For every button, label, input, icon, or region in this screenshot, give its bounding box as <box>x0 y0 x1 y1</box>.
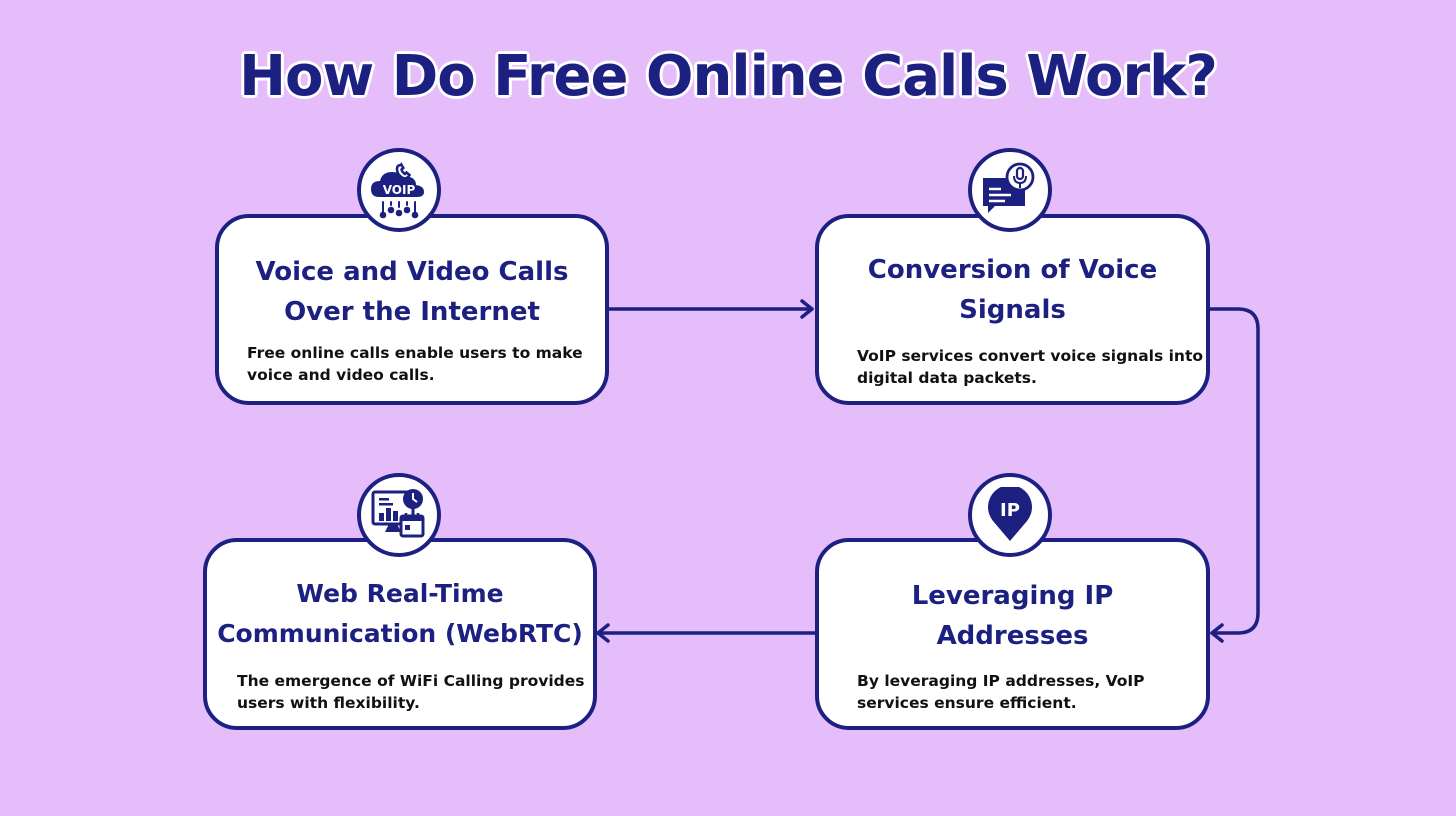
step-description: The emergence of WiFi Calling provides u… <box>237 672 585 712</box>
arrow-step2-to-step3 <box>1206 307 1260 635</box>
step-icon-circle: VOIP <box>357 148 441 232</box>
monitor-dashboard-icon <box>371 489 425 538</box>
ip-location-pin-icon: IP <box>988 487 1032 541</box>
step-description: VoIP services convert voice signals into… <box>857 347 1204 387</box>
page-title: How Do Free Online Calls Work? <box>239 44 1218 109</box>
step-description: By leveraging IP addresses, VoIP service… <box>857 672 1145 712</box>
step-icon-circle <box>968 148 1052 232</box>
step-title: Conversion of Voice Signals <box>867 255 1158 325</box>
voip-cloud-icon: VOIP <box>371 162 424 219</box>
step-card-voice-signal-conversion: Conversion of Voice Signals VoIP service… <box>815 214 1210 405</box>
step-icon-circle: IP <box>968 473 1052 557</box>
step-title: Voice and Video Calls Over the Internet <box>255 257 569 327</box>
step-title: Web Real-Time Communication (WebRTC) <box>217 579 583 648</box>
voice-message-icon <box>983 162 1035 213</box>
svg-text:IP: IP <box>1000 500 1020 521</box>
svg-text:VOIP: VOIP <box>383 183 416 197</box>
step-title: Leveraging IP Addresses <box>911 581 1114 651</box>
step-description: Free online calls enable users to make v… <box>247 344 583 384</box>
step-icon-circle <box>357 473 441 557</box>
step-card-leveraging-ip: Leveraging IP Addresses By leveraging IP… <box>815 538 1210 730</box>
step-card-voice-video-calls: Voice and Video Calls Over the Internet … <box>215 214 609 405</box>
